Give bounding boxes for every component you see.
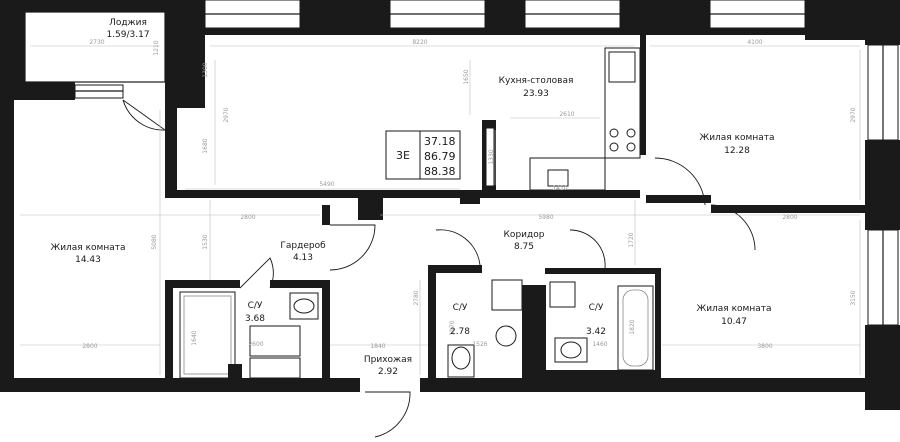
svg-text:2610: 2610 [559,111,574,118]
svg-text:1300: 1300 [202,62,209,77]
svg-text:1460: 1460 [592,341,607,348]
svg-text:5080: 5080 [151,234,158,249]
total-area-value: 86.79 [424,150,456,163]
svg-text:3800: 3800 [757,343,772,350]
svg-text:2800: 2800 [782,214,797,221]
wardrobe-area: 4.13 [293,253,313,263]
room-labels: Лоджия 1.59/3.17 Кухня-столовая 23.93 Жи… [51,18,775,377]
living-left-name: Жилая комната [51,243,126,253]
bath-mid-name: С/У [453,303,468,313]
bath-left-area: 3.68 [245,314,265,324]
svg-text:1530: 1530 [202,234,209,249]
svg-text:2800: 2800 [82,343,97,350]
svg-text:2600: 2600 [248,341,263,348]
living-area-value: 37.18 [424,135,456,148]
corridor-name: Коридор [504,230,545,240]
svg-text:5490: 5490 [319,181,334,188]
svg-text:5980: 5980 [538,214,553,221]
svg-text:2800: 2800 [240,214,255,221]
fixtures [179,47,654,379]
living-top-right-name: Жилая комната [700,133,775,143]
svg-text:1840: 1840 [370,343,385,350]
svg-text:3150: 3150 [850,290,857,305]
svg-text:1820: 1820 [629,319,636,334]
bath-right-name: С/У [589,303,604,313]
dimension-lines [20,45,861,375]
svg-text:1640: 1640 [191,330,198,345]
svg-text:2970: 2970 [223,107,230,122]
bath-mid-area: 2.78 [450,327,470,337]
area-summary-box: 3Е 37.18 86.79 88.38 [385,130,461,180]
living-left-area: 14.43 [75,255,101,265]
svg-text:1720: 1720 [628,232,635,247]
living-bottom-right-area: 10.47 [721,317,747,327]
kitchen-name: Кухня-столовая [499,76,574,86]
svg-text:2970: 2970 [850,107,857,122]
svg-text:1410: 1410 [552,185,567,192]
svg-text:2730: 2730 [89,39,104,46]
apartment-type: 3Е [396,149,410,162]
svg-text:1650: 1650 [463,69,470,84]
svg-text:1526: 1526 [472,341,487,348]
svg-text:4100: 4100 [747,39,762,46]
dimension-labels: 2730 8220 4100 1210 1300 1650 2970 2970 … [82,39,857,350]
bath-left-name: С/У [248,301,263,311]
svg-text:1970: 1970 [449,320,456,335]
loggia-name: Лоджия [109,18,147,28]
hall-area: 2.92 [378,367,398,377]
svg-text:1210: 1210 [153,40,160,55]
total-with-loggia-value: 88.38 [424,165,456,178]
loggia-area: 1.59/3.17 [106,30,149,40]
svg-text:2780: 2780 [413,290,420,305]
hall-name: Прихожая [364,355,412,365]
doors [122,99,756,438]
svg-text:1330: 1330 [488,149,495,164]
corridor-area: 8.75 [514,242,534,252]
living-top-right-area: 12.28 [724,146,750,156]
wardrobe-name: Гардероб [280,241,326,251]
svg-text:1680: 1680 [202,138,209,153]
svg-text:8220: 8220 [412,39,427,46]
living-bottom-right-name: Жилая комната [697,304,772,314]
kitchen-area: 23.93 [523,89,549,99]
bath-right-area: 3.42 [586,327,606,337]
